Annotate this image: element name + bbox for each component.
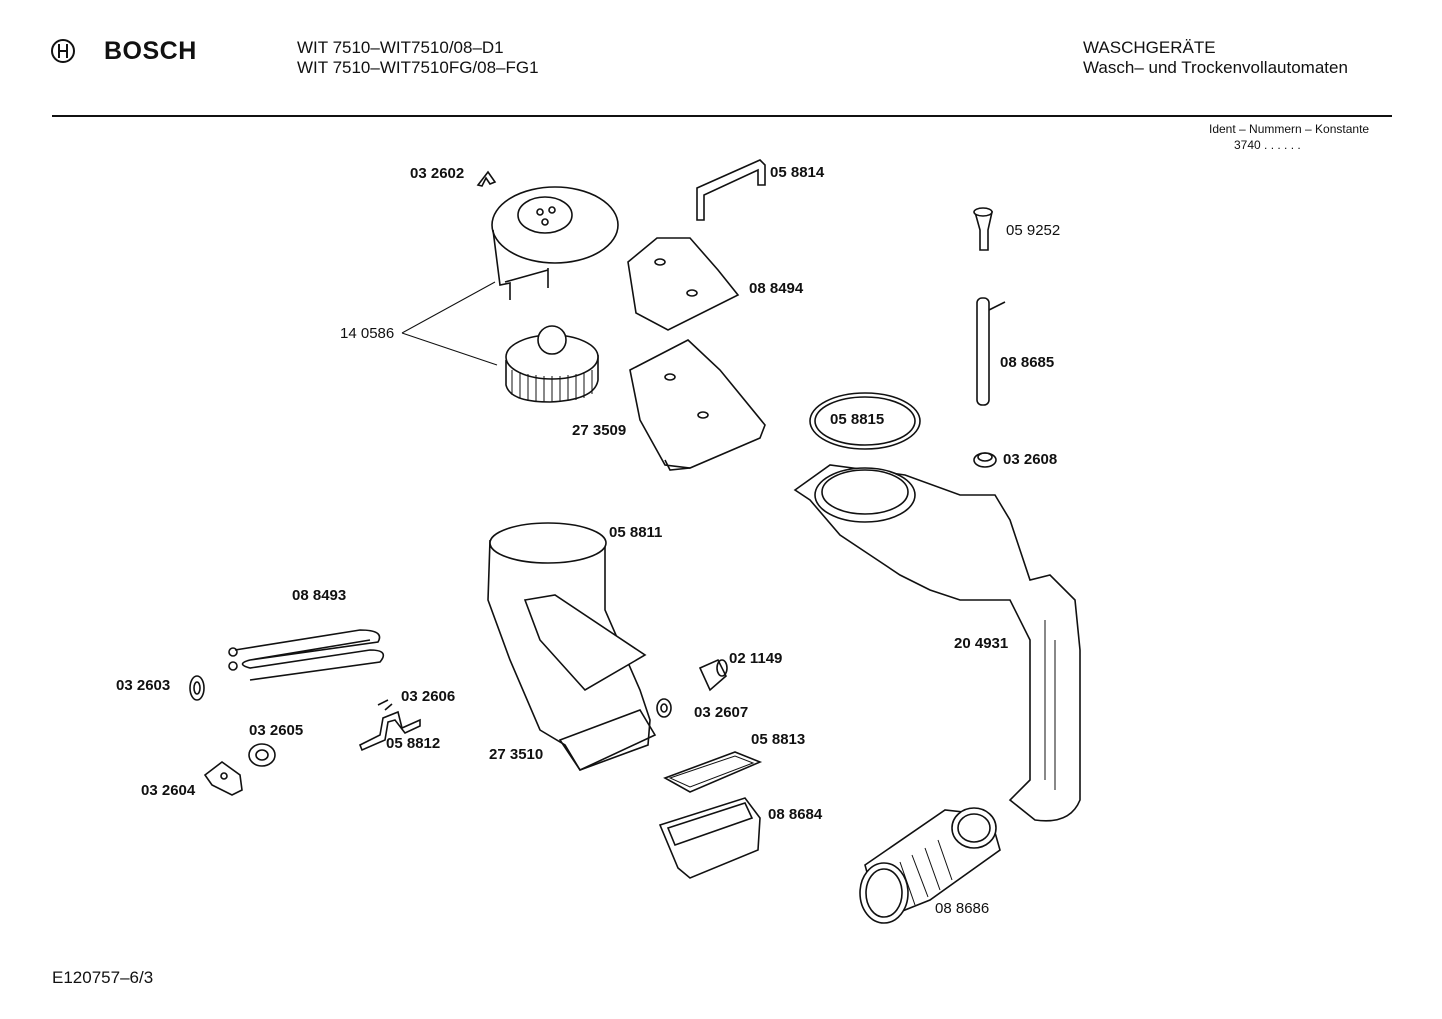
category-line-1: WASCHGERÄTE — [1083, 38, 1216, 57]
part-label-059252: 05 9252 — [1006, 222, 1061, 239]
leader-140586 — [401, 281, 498, 366]
model-line-1: WIT 7510–WIT7510/08–D1 — [297, 38, 504, 57]
part-label-058813: 05 8813 — [751, 731, 806, 748]
part-label-088493: 08 8493 — [292, 587, 347, 604]
part-label-058814: 05 8814 — [770, 164, 825, 181]
grommet-032605 — [248, 743, 276, 767]
part-label-032603: 03 2603 — [116, 677, 171, 694]
grommet-032608 — [973, 452, 997, 468]
category-line-2: Wasch– und Trockenvollautomaten — [1083, 58, 1348, 77]
sensor-021149 — [698, 658, 728, 692]
fan-wheel — [505, 325, 599, 403]
duct-273509 — [629, 339, 766, 471]
part-label-140586: 14 0586 — [340, 325, 395, 342]
header-rule — [52, 115, 1392, 117]
filter-088684 — [658, 797, 761, 879]
bosch-logo-icon — [51, 39, 75, 63]
part-label-088494: 08 8494 — [749, 280, 804, 297]
ring-058815 — [809, 392, 921, 450]
plate-088494 — [627, 237, 740, 331]
part-label-088685: 08 8685 — [1000, 354, 1055, 371]
part-label-032604: 03 2604 — [141, 782, 196, 799]
part-label-273510: 27 3510 — [489, 746, 544, 763]
knob-059252 — [973, 207, 993, 251]
ident-label: Ident – Nummern – Konstante — [1209, 122, 1370, 136]
grommet-032603 — [189, 675, 205, 701]
hose-088686 — [859, 807, 1001, 924]
ring-032607 — [656, 698, 672, 718]
tube-088685 — [976, 297, 1006, 406]
part-label-032605: 03 2605 — [249, 722, 304, 739]
gasket-058813 — [663, 751, 763, 793]
duct-204931 — [793, 464, 1081, 822]
model-line-2: WIT 7510–WIT7510FG/08–FG1 — [297, 58, 539, 77]
fan-housing — [491, 186, 619, 300]
brand-name: BOSCH — [104, 37, 197, 65]
part-label-032602: 03 2602 — [410, 165, 465, 182]
part-label-058815: 05 8815 — [830, 411, 885, 428]
part-label-032608: 03 2608 — [1003, 451, 1058, 468]
clamp-058812 — [358, 699, 421, 752]
part-label-204931: 20 4931 — [954, 635, 1009, 652]
bracket-032604 — [203, 761, 243, 796]
part-label-032606: 03 2606 — [401, 688, 456, 705]
part-label-058811: 05 8811 — [609, 524, 663, 541]
part-label-021149: 02 1149 — [729, 650, 783, 667]
part-label-088684: 08 8684 — [768, 806, 823, 823]
heater-088493 — [228, 629, 385, 681]
duct-273510 — [487, 522, 657, 772]
part-label-273509: 27 3509 — [572, 422, 627, 439]
part-label-088686: 08 8686 — [935, 900, 990, 917]
clip-032602 — [476, 170, 497, 187]
part-label-058812: 05 8812 — [386, 735, 441, 752]
ident-value: 3740 . . . . . . — [1234, 138, 1301, 152]
part-label-032607: 03 2607 — [694, 704, 749, 721]
bracket-058814 — [696, 159, 766, 221]
document-id: E120757–6/3 — [52, 968, 154, 987]
